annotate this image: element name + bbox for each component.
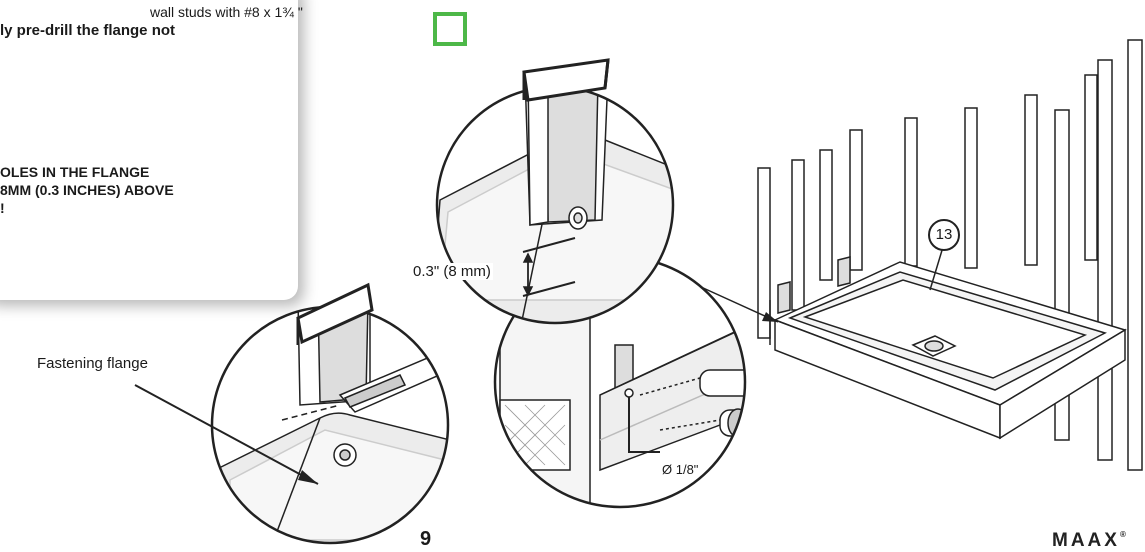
shower-framing-drawing	[757, 39, 1143, 471]
brand-mark: ®	[1119, 530, 1126, 539]
instruction-line-1: wall studs with #8 x 1¾ "	[150, 4, 303, 20]
instruction-line-2: ly pre-drill the flange not	[0, 22, 176, 39]
warning-line-3: !	[0, 200, 5, 216]
distance-label: 0.3" (8 mm)	[411, 263, 493, 280]
warning-line-2: 8MM (0.3 INCHES) ABOVE	[0, 182, 174, 198]
warning-line-1: OLES IN THE FLANGE	[0, 164, 150, 180]
brand-name: MAAX	[1052, 530, 1120, 551]
fastening-flange-label: Fastening flange	[37, 355, 148, 372]
brand-logo: MAAX®	[1052, 530, 1126, 552]
step-checkbox[interactable]	[433, 12, 467, 46]
instructions-panel	[0, 0, 298, 300]
drill-size-label: Ø 1/8"	[662, 462, 699, 477]
measurement-detail	[437, 87, 673, 323]
page-number: 9	[420, 528, 432, 550]
part-callout-13: 13	[928, 219, 960, 251]
cutting-detail	[212, 307, 448, 543]
